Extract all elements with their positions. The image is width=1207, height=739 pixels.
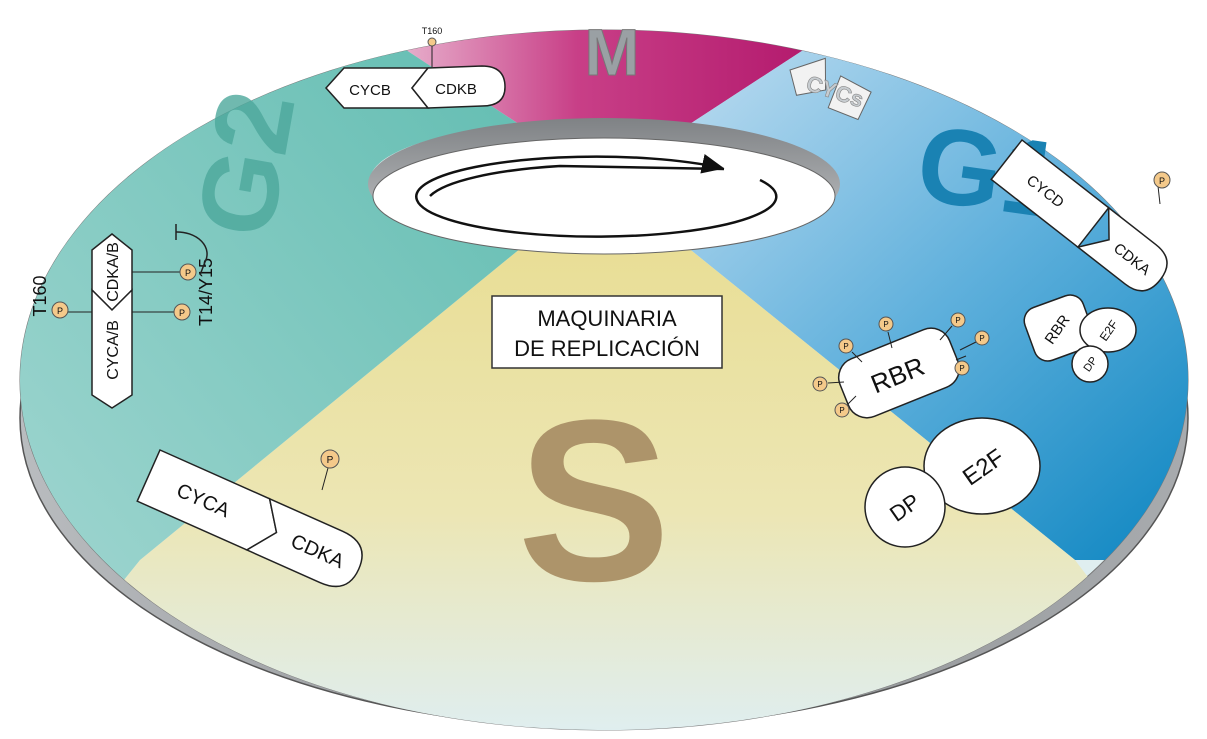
s-phospho-line: [321, 467, 329, 491]
cycs-logo-right: [827, 75, 872, 121]
rbr-free-box: [837, 327, 961, 419]
g1-phospho-circle: [1153, 171, 1171, 189]
svg-text:P: P: [883, 320, 888, 329]
rbr-phospho-7: P: [834, 395, 857, 418]
g2-phospho-a: [179, 263, 197, 281]
rbr-bound-complex: RBR E2F DP: [1023, 294, 1137, 383]
g2-complex: CDKA/B CYCA/B P T160 P P T14/Y15: [30, 224, 216, 409]
g1-phospho-label: P: [1159, 176, 1165, 186]
svg-text:P: P: [843, 342, 848, 351]
m-cdkb-box: [411, 65, 506, 109]
cycle-arrow: [415, 154, 778, 238]
e2f-free-shape: [923, 417, 1041, 515]
phase-s-label: S: [517, 372, 670, 629]
m-cdkb-label: CDKB: [435, 81, 477, 98]
svg-text:P: P: [817, 380, 822, 389]
replication-line2: DE REPLICACIÓN: [514, 336, 700, 361]
g2-t160-phospho: [51, 301, 69, 319]
replication-line1: MAQUINARIA: [537, 306, 677, 331]
svg-text:P: P: [979, 334, 984, 343]
cycle-arrow-back: [429, 164, 725, 197]
replication-box: [491, 295, 723, 369]
g2-cdka-b-label: CDKA/B: [105, 242, 122, 302]
g2-t160-phospho-label: P: [57, 306, 63, 316]
svg-text:P: P: [839, 406, 844, 415]
sector-m: [330, 29, 880, 180]
sector-s: [19, 180, 1189, 731]
dp-free-shape: [864, 466, 946, 548]
dp-bound-shape: [1071, 345, 1109, 383]
s-phospho-label: P: [327, 455, 334, 466]
m-t160-label: T160: [422, 26, 443, 36]
rbr-phospho-6: P: [812, 376, 845, 392]
g1-cdka-box: [1076, 206, 1168, 292]
rbr-phospho-3: P: [959, 330, 990, 351]
dp-e2f-complex: E2F DP: [864, 417, 1041, 548]
s-cdka-box: [245, 497, 363, 588]
rbr-phospho-1: P: [878, 316, 894, 349]
g2-phospho-b-label: P: [179, 308, 185, 318]
m-cycb-label: CYCB: [349, 82, 391, 99]
rbr-phospho-5: P: [838, 338, 863, 363]
rbr-free-complex: RBR: [837, 327, 961, 419]
g2-t14y15-label: T14/Y15: [196, 258, 216, 326]
g1-complex: CYCD CDKA: [990, 138, 1168, 292]
m-complex: CYCB CDKB T160: [324, 26, 506, 109]
g2-inhibition-arc: [175, 231, 208, 276]
g1-phospho: P: [1153, 171, 1171, 205]
g2-t160-label: T160: [30, 275, 50, 316]
svg-text:P: P: [955, 316, 960, 325]
g2-cyca-b-label: CYCA/B: [105, 320, 122, 380]
s-phospho-circle: [320, 449, 340, 469]
s-complex: CYCA CDKA: [136, 449, 363, 588]
rbr-phospho-group: P P P P P P P: [812, 312, 990, 418]
m-phospho-circle: [427, 37, 437, 47]
svg-text:P: P: [959, 364, 964, 373]
g2-phospho-b: [173, 303, 191, 321]
phase-m-label: M: [585, 15, 640, 89]
phase-g2-label: G2: [173, 82, 317, 245]
g2-cyca-b-box: [91, 288, 133, 409]
e2f-bound-shape: [1079, 307, 1137, 353]
rbr-phospho-4: P: [954, 355, 970, 376]
cycs-logo-left: [789, 57, 827, 96]
g1-phospho-line: [1157, 185, 1161, 205]
g2-phospho-a-label: P: [185, 268, 191, 278]
replication-machinery: MAQUINARIA DE REPLICACIÓN: [491, 295, 723, 369]
s-phospho: P: [320, 449, 340, 491]
rbr-phospho-2: P: [939, 312, 966, 341]
